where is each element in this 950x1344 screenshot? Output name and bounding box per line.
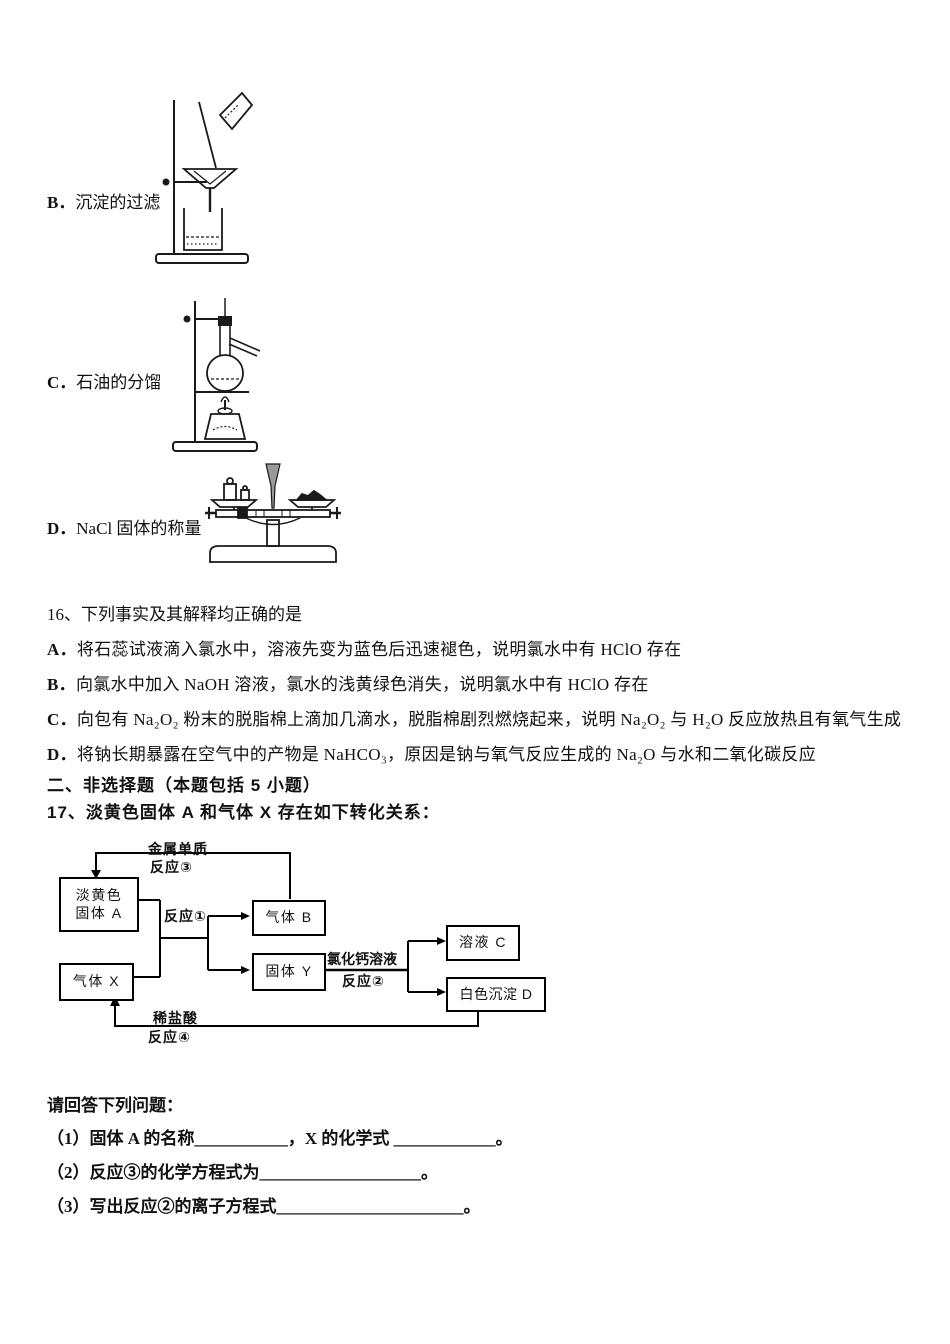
balance-left-pan xyxy=(209,477,259,510)
q17-intro: 17、淡黄色固体 A 和气体 X 存在如下转化关系： xyxy=(47,803,440,822)
q16-option-c-text: 向包有 Na₂O₂ 粉末的脱脂棉上滴加几滴水，脱脂棉剧烈燃烧起来，说明 Na₂O… xyxy=(76,710,902,729)
balance-right-pan xyxy=(287,489,337,510)
q16-option-b-text: 向氯水中加入 NaOH 溶液，氯水的浅黄绿色消失，说明氯水中有 HClO 存在 xyxy=(75,675,649,694)
section-2-header: 二、非选择题（本题包括 5 小题） xyxy=(47,776,321,795)
flowchart-label-reaction2: 反应② xyxy=(342,973,385,989)
q16-option-a-letter: A． xyxy=(47,640,77,659)
apparatus-option-d-caption: D．NaCl 固体的称量 xyxy=(47,514,201,539)
q16-option-d: D．将钠长期暴露在空气中的产物是 NaHCO₃，原因是钠与氧气反应生成的 Na₂… xyxy=(47,740,816,765)
balance-pointer xyxy=(265,463,281,509)
q16-option-b: B．向氯水中加入 NaOH 溶液，氯水的浅黄绿色消失，说明氯水中有 HClO 存… xyxy=(47,670,649,695)
balance-body xyxy=(205,463,341,563)
apparatus-option-c-caption: C．石油的分馏 xyxy=(47,368,161,393)
q17-subquestion-3: （3）写出反应②的离子方程式______________________。 xyxy=(47,1197,481,1216)
q17-subquestion-2: （2）反应③的化学方程式为___________________。 xyxy=(47,1163,438,1182)
q16-option-b-letter: B． xyxy=(47,675,76,694)
box-a-line2: 固体 A xyxy=(75,904,123,921)
q16-option-c-letter: C． xyxy=(47,710,77,729)
filtration-glassware xyxy=(181,91,254,251)
sample-pile xyxy=(295,489,329,501)
q16-stem: 16、下列事实及其解释均正确的是 xyxy=(47,605,302,624)
flowchart-box-precipitate-d: 白色沉淀 D xyxy=(446,977,546,1012)
option-b-text: 沉淀的过滤 xyxy=(75,193,161,212)
flowchart-box-solution-c: 溶液 C xyxy=(446,925,520,961)
flowchart-label-dilute-hcl: 稀盐酸 xyxy=(153,1010,198,1026)
distillation-stand xyxy=(172,301,258,452)
option-c-letter: C． xyxy=(47,373,77,392)
flowchart-arrowheads xyxy=(91,870,446,1006)
q16-option-a: A．将石蕊试液滴入氯水中，溶液先变为蓝色后迅速褪色，说明氯水中有 HClO 存在 xyxy=(47,635,681,660)
filtration-stand xyxy=(155,100,249,264)
option-c-text: 石油的分馏 xyxy=(76,373,162,392)
balance-illustration xyxy=(205,463,341,563)
q16-option-d-text: 将钠长期暴露在空气中的产物是 NaHCO₃，原因是钠与氧气反应生成的 Na₂O … xyxy=(76,745,817,764)
flowchart-label-reaction4: 反应④ xyxy=(148,1029,191,1045)
option-d-letter: D． xyxy=(47,519,77,538)
option-b-letter: B． xyxy=(47,193,76,212)
filtration-apparatus-illustration xyxy=(155,91,254,264)
q16-option-d-letter: D． xyxy=(47,745,77,764)
q17-subquestion-1: （1）固体 A 的名称___________，X 的化学式 __________… xyxy=(47,1129,513,1148)
flowchart-label-cacl2-solution: 氯化钙溶液 xyxy=(327,951,397,967)
distillation-apparatus-illustration xyxy=(172,298,261,452)
alcohol-burner xyxy=(203,396,247,440)
flowchart-label-metal: 金属单质 xyxy=(148,841,208,857)
flowchart-label-reaction1: 反应① xyxy=(164,908,207,924)
flowchart-box-gas-b: 气体 B xyxy=(252,900,326,936)
apparatus-option-b-caption: B．沉淀的过滤 xyxy=(47,188,160,213)
flowchart-connectors xyxy=(91,852,479,1027)
q16-option-c: C．向包有 Na₂O₂ 粉末的脱脂棉上滴加几滴水，脱脂棉剧烈燃烧起来，说明 Na… xyxy=(47,705,901,730)
flowchart-box-gas-x: 气体 X xyxy=(59,963,134,1001)
flowchart-label-reaction3: 反应③ xyxy=(150,859,193,875)
q17-prompt: 请回答下列问题： xyxy=(47,1096,183,1115)
flowchart-box-solid-a: 淡黄色 固体 A xyxy=(59,877,139,932)
distillation-flask xyxy=(206,298,261,392)
box-a-line1: 淡黄色 xyxy=(75,887,123,903)
flowchart-box-solid-y: 固体 Y xyxy=(252,953,326,991)
q16-option-a-text: 将石蕊试液滴入氯水中，溶液先变为蓝色后迅速褪色，说明氯水中有 HClO 存在 xyxy=(76,640,682,659)
option-d-text: NaCl 固体的称量 xyxy=(76,519,202,538)
